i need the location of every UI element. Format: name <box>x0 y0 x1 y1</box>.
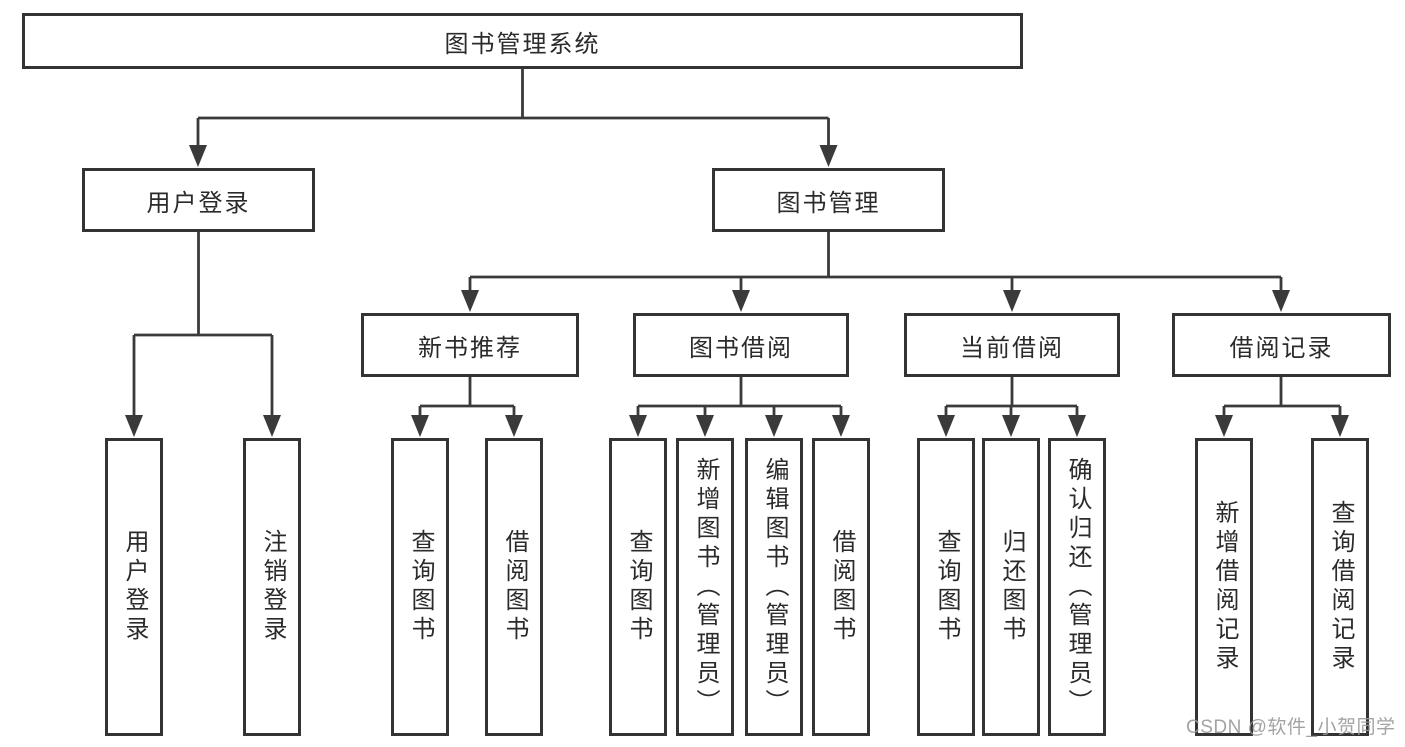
leaf-logout: 注销登录 <box>243 438 301 736</box>
leaf-edit-book-admin: 编辑图书（管理员） <box>745 438 803 736</box>
arrowheads <box>125 145 1349 437</box>
leaf-add-book-admin: 新增图书（管理员） <box>676 438 734 736</box>
leaf-label: 查询图书 <box>933 529 960 645</box>
leaf-borrow-book-rec: 借阅图书 <box>485 438 543 736</box>
node-borrowing-records: 借阅记录 <box>1172 313 1391 377</box>
leaf-label: 借阅图书 <box>501 529 528 645</box>
leaf-query-borrow-record: 查询借阅记录 <box>1311 438 1369 736</box>
leaf-label: 编辑图书（管理员） <box>761 456 788 718</box>
leaf-query-book-current: 查询图书 <box>917 438 975 736</box>
leaf-add-borrow-record: 新增借阅记录 <box>1195 438 1253 736</box>
leaf-label: 归还图书 <box>998 529 1025 645</box>
node-library-management-system: 图书管理系统 <box>22 13 1023 69</box>
node-user-login: 用户登录 <box>82 168 315 232</box>
leaf-label: 新增图书（管理员） <box>692 456 719 718</box>
node-new-book-recommendation: 新书推荐 <box>361 313 579 377</box>
leaf-borrow-book: 借阅图书 <box>812 438 870 736</box>
leaf-label: 查询借阅记录 <box>1327 500 1354 674</box>
leaf-label: 借阅图书 <box>828 529 855 645</box>
node-book-management: 图书管理 <box>712 168 945 232</box>
leaf-label: 查询图书 <box>407 529 434 645</box>
node-current-borrowing: 当前借阅 <box>904 313 1120 377</box>
leaf-user-login: 用户登录 <box>105 438 163 736</box>
leaf-label: 查询图书 <box>625 529 652 645</box>
csdn-watermark: CSDN @软件_小贺同学 <box>1186 717 1396 738</box>
leaf-confirm-return-admin: 确认归还（管理员） <box>1048 438 1106 736</box>
leaf-label: 用户登录 <box>121 529 148 645</box>
leaf-label: 注销登录 <box>259 529 286 645</box>
leaf-query-book-borrow: 查询图书 <box>609 438 667 736</box>
leaf-label: 确认归还（管理员） <box>1064 456 1091 718</box>
node-book-borrowing: 图书借阅 <box>633 313 849 377</box>
leaf-label: 新增借阅记录 <box>1211 500 1238 674</box>
leaf-return-book: 归还图书 <box>982 438 1040 736</box>
leaf-query-book-rec: 查询图书 <box>391 438 449 736</box>
